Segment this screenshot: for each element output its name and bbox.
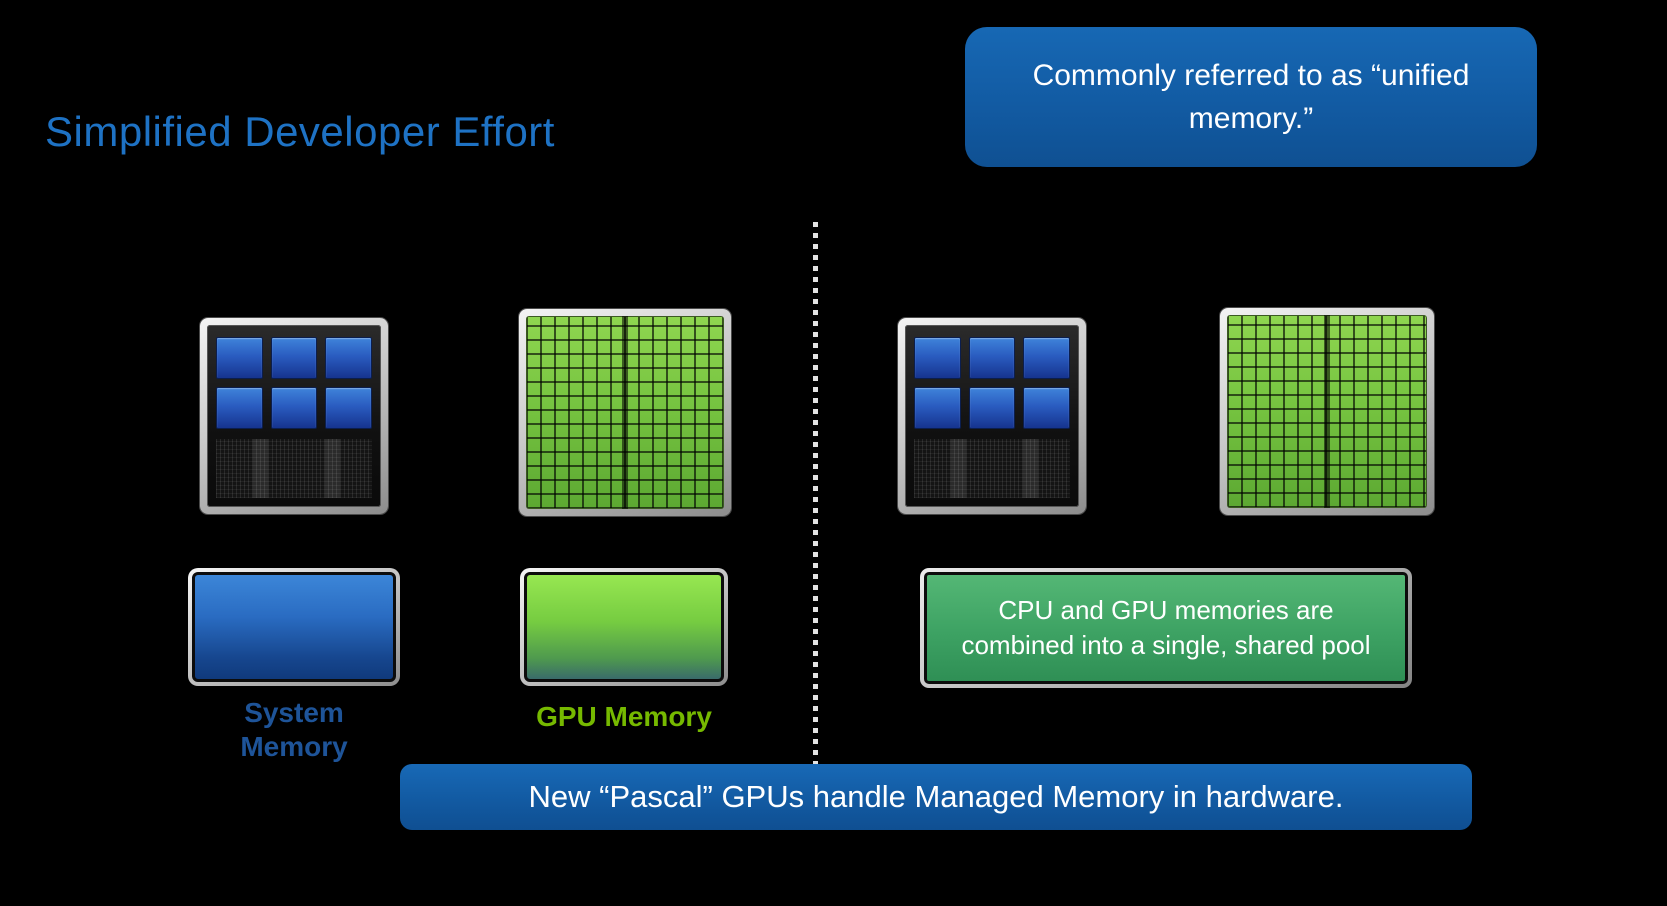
gpu-memory-module	[520, 568, 728, 686]
slide-title: Simplified Developer Effort	[45, 108, 555, 155]
shared-pool-box: CPU and GPU memories are combined into a…	[920, 568, 1412, 688]
cpu-core-grid	[914, 337, 1070, 429]
pascal-banner-text: New “Pascal” GPUs handle Managed Memory …	[528, 779, 1344, 814]
cpu-cache-texture	[216, 439, 372, 498]
gpu-die-center-gap	[622, 316, 628, 509]
cpu-core-block	[325, 337, 372, 379]
gpu-die-icon-right	[1220, 308, 1434, 515]
cpu-die-icon-right	[898, 318, 1086, 514]
cpu-core-block	[914, 387, 961, 429]
gpu-memory-fill	[524, 572, 724, 682]
unified-memory-callout: Commonly referred to as “unified memory.…	[965, 27, 1537, 167]
cpu-core-block	[968, 337, 1016, 379]
cpu-cache-strip	[951, 439, 967, 498]
cpu-cache-strip	[325, 439, 341, 498]
divider-dotted	[813, 222, 818, 767]
unified-memory-callout-text: Commonly referred to as “unified memory.…	[1032, 58, 1470, 136]
shared-pool-line-1: CPU and GPU memories are	[998, 594, 1334, 625]
gpu-die-icon-left	[519, 309, 731, 516]
cpu-die-icon-left	[200, 318, 388, 514]
system-memory-fill	[192, 572, 396, 682]
system-memory-label: System Memory	[240, 697, 348, 762]
cpu-core-grid	[216, 337, 372, 429]
cpu-core-block	[968, 387, 1016, 429]
cpu-die-surface	[207, 325, 381, 507]
cpu-die-surface	[905, 325, 1079, 507]
shared-pool-text: CPU and GPU memories are combined into a…	[924, 572, 1408, 684]
cpu-core-block	[216, 337, 263, 379]
gpu-die-center-gap	[1324, 315, 1330, 508]
cpu-core-block	[1023, 387, 1070, 429]
gpu-die-surface	[526, 316, 724, 509]
cpu-core-block	[216, 387, 263, 429]
cpu-core-block	[914, 337, 961, 379]
shared-pool-line-2: combined into a single, shared pool	[961, 630, 1371, 660]
cpu-core-block	[270, 337, 318, 379]
pascal-banner: New “Pascal” GPUs handle Managed Memory …	[400, 764, 1472, 830]
cpu-core-block	[270, 387, 318, 429]
cpu-core-block	[325, 387, 372, 429]
cpu-core-block	[1023, 337, 1070, 379]
cpu-cache-strip	[253, 439, 269, 498]
cpu-cache-texture	[914, 439, 1070, 498]
cpu-cache-strip	[1023, 439, 1039, 498]
gpu-die-surface	[1227, 315, 1427, 508]
gpu-memory-label: GPU Memory	[536, 701, 712, 732]
system-memory-module	[188, 568, 400, 686]
